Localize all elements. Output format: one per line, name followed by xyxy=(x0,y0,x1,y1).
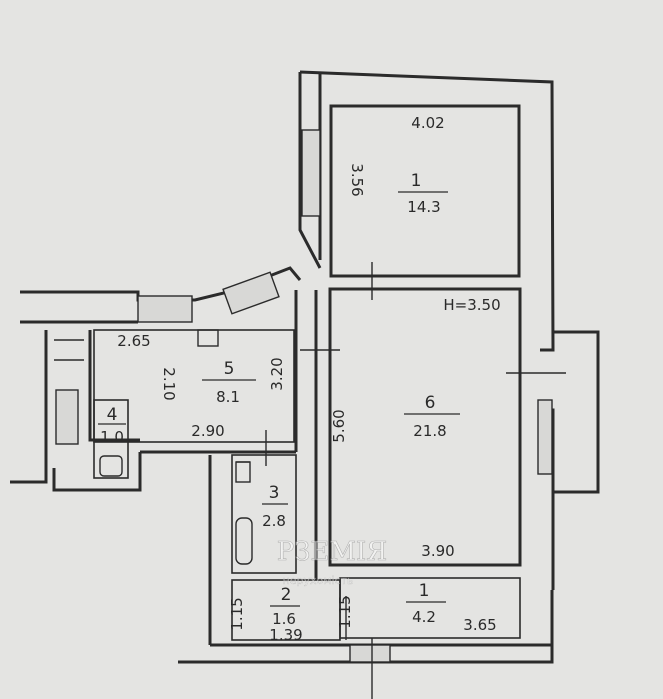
room-labels: 1 14.3 6 21.8 5 8.1 4 1.0 3 2.8 2 1.6 1 … xyxy=(98,171,460,628)
dim-room5-right: 3.20 xyxy=(268,357,286,390)
room-7-area: 14.3 xyxy=(407,198,440,216)
room-4-number: 4 xyxy=(107,405,118,425)
window-bottom xyxy=(349,644,391,663)
room-5-number: 5 xyxy=(224,359,235,379)
window-room6-right xyxy=(537,399,553,475)
room-6-area: 21.8 xyxy=(413,422,446,440)
dim-room7-depth: 3.56 xyxy=(348,163,366,196)
outer-walls xyxy=(10,70,600,664)
dim-room2-height: 1.15 xyxy=(228,597,246,630)
windows xyxy=(55,129,553,663)
watermark-title: РЗЕМІЯ xyxy=(277,537,388,567)
window-stair xyxy=(222,271,280,315)
watermark-subtitle: нерухомість xyxy=(283,574,354,587)
dim-room6-depth: 5.60 xyxy=(330,409,348,442)
room-1-area: 4.2 xyxy=(412,608,436,626)
room-3-number: 3 xyxy=(269,483,280,503)
fixtures xyxy=(54,262,566,699)
window-kitchen xyxy=(55,389,79,445)
dim-room6-bottom: 3.90 xyxy=(421,542,454,560)
room-1-number: 1 xyxy=(419,581,430,601)
dim-room1-width: 3.65 xyxy=(463,616,496,634)
height-label: H=3.50 xyxy=(443,296,500,314)
room-6-number: 6 xyxy=(425,393,436,413)
window-room7 xyxy=(301,129,321,217)
window-room5-top xyxy=(137,295,193,323)
dim-room2-width: 1.39 xyxy=(269,626,302,644)
watermark: РЗЕМІЯ нерухомість xyxy=(276,537,388,587)
dimension-labels: 4.02 3.56 H=3.50 2.65 2.10 3.20 2.90 5.6… xyxy=(117,114,500,644)
room-7-number: 1 xyxy=(411,171,422,191)
room-3-area: 2.8 xyxy=(262,512,286,530)
room-2-area: 1.6 xyxy=(272,610,296,628)
room-2-number: 2 xyxy=(281,585,292,605)
dim-room1-height: 1.15 xyxy=(336,595,354,628)
dim-room7-width: 4.02 xyxy=(411,114,444,132)
room-5-area: 8.1 xyxy=(216,388,240,406)
room-4-area: 1.0 xyxy=(100,428,124,446)
dim-room5-left: 2.10 xyxy=(160,367,178,400)
dim-room5-top: 2.65 xyxy=(117,332,150,350)
dim-room5-bottom: 2.90 xyxy=(191,422,224,440)
